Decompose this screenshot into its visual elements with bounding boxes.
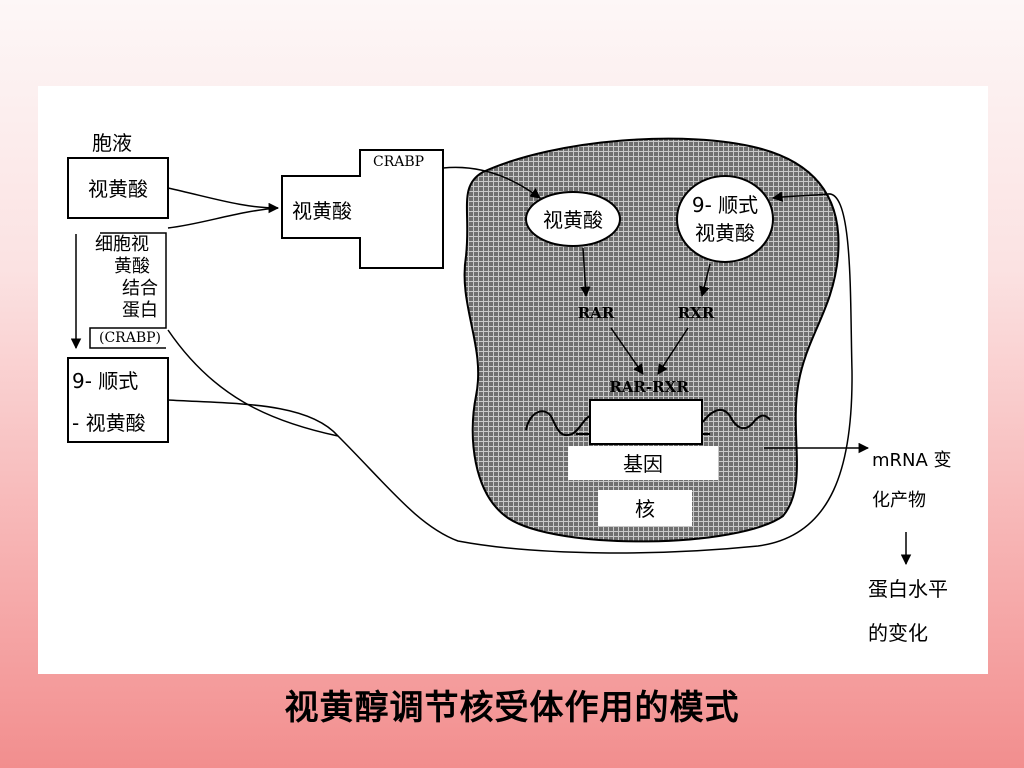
crabp-protein-line-5: (CRABP) [99, 330, 161, 346]
crabp-protein-line-1: 细胞视 [95, 234, 149, 255]
crabp-tag-label: CRABP [373, 154, 424, 170]
protein-line-2: 的变化 [868, 621, 928, 645]
nucleus-label: 核 [635, 497, 655, 521]
rxr-label: RXR [678, 304, 715, 322]
diagram-svg: 胞液 视黄酸 细胞视 黄酸 结合 蛋白 (CRABP) 9- 顺式 - 视黄酸 … [67, 131, 952, 645]
complex-retinoic-acid-label: 视黄酸 [292, 199, 352, 223]
crabp-protein-line-3: 结合 [122, 278, 158, 299]
nucleus-region [463, 137, 840, 543]
crabp-protein-line-2: 黄酸 [114, 256, 150, 277]
nucleus-cis9-ellipse [676, 175, 774, 263]
dna-strand-right [702, 408, 771, 430]
arrow-crabp-to-complex [167, 207, 279, 229]
mrna-line-1: mRNA 变 [872, 450, 952, 471]
arrow-ra-to-rar [580, 247, 591, 298]
gene-label-box [568, 446, 718, 480]
cis9-label-line-2: - 视黄酸 [72, 411, 146, 435]
nucleus-cis9-line-1: 9- 顺式 [692, 193, 758, 217]
nucleus-cis9-line-2: 视黄酸 [695, 221, 755, 245]
retinoic-acid-label: 视黄酸 [88, 177, 148, 201]
nucleus-label-box [598, 490, 692, 526]
crabp-protein-line-4: 蛋白 [122, 300, 158, 321]
crabp-protein-bracket [89, 232, 167, 349]
cis9-retinoic-acid-box [67, 357, 169, 443]
mrna-line-2: 化产物 [872, 490, 926, 511]
arrow-rar-to-dimer [610, 327, 644, 375]
protein-line-1: 蛋白水平 [868, 577, 948, 601]
arrow-complex-to-nucleus [442, 166, 541, 199]
cis9-label-line-1: 9- 顺式 [72, 369, 138, 393]
crabp-complex [281, 149, 444, 269]
arrow-rxr-to-dimer [657, 327, 689, 375]
arrow-ra-to-complex [167, 187, 280, 214]
diagram-panel: 胞液 视黄酸 细胞视 黄酸 结合 蛋白 (CRABP) 9- 顺式 - 视黄酸 … [38, 86, 988, 674]
dna-strand-left [525, 410, 591, 437]
rar-rxr-label: RAR-RXR [609, 378, 689, 396]
arrow-cis9-box-to-nucleus [167, 399, 339, 437]
gene-promoter-box [589, 399, 703, 445]
nucleus-ra-ellipse [525, 191, 621, 247]
retinoic-acid-box [67, 157, 169, 219]
cytosol-label: 胞液 [92, 131, 132, 155]
nucleus-ra-label: 视黄酸 [543, 208, 603, 232]
arrow-cis9-to-rxr [699, 263, 711, 298]
gene-label: 基因 [623, 452, 663, 476]
caption: 视黄醇调节核受体作用的模式 [284, 688, 740, 728]
rar-label: RAR [578, 304, 615, 322]
